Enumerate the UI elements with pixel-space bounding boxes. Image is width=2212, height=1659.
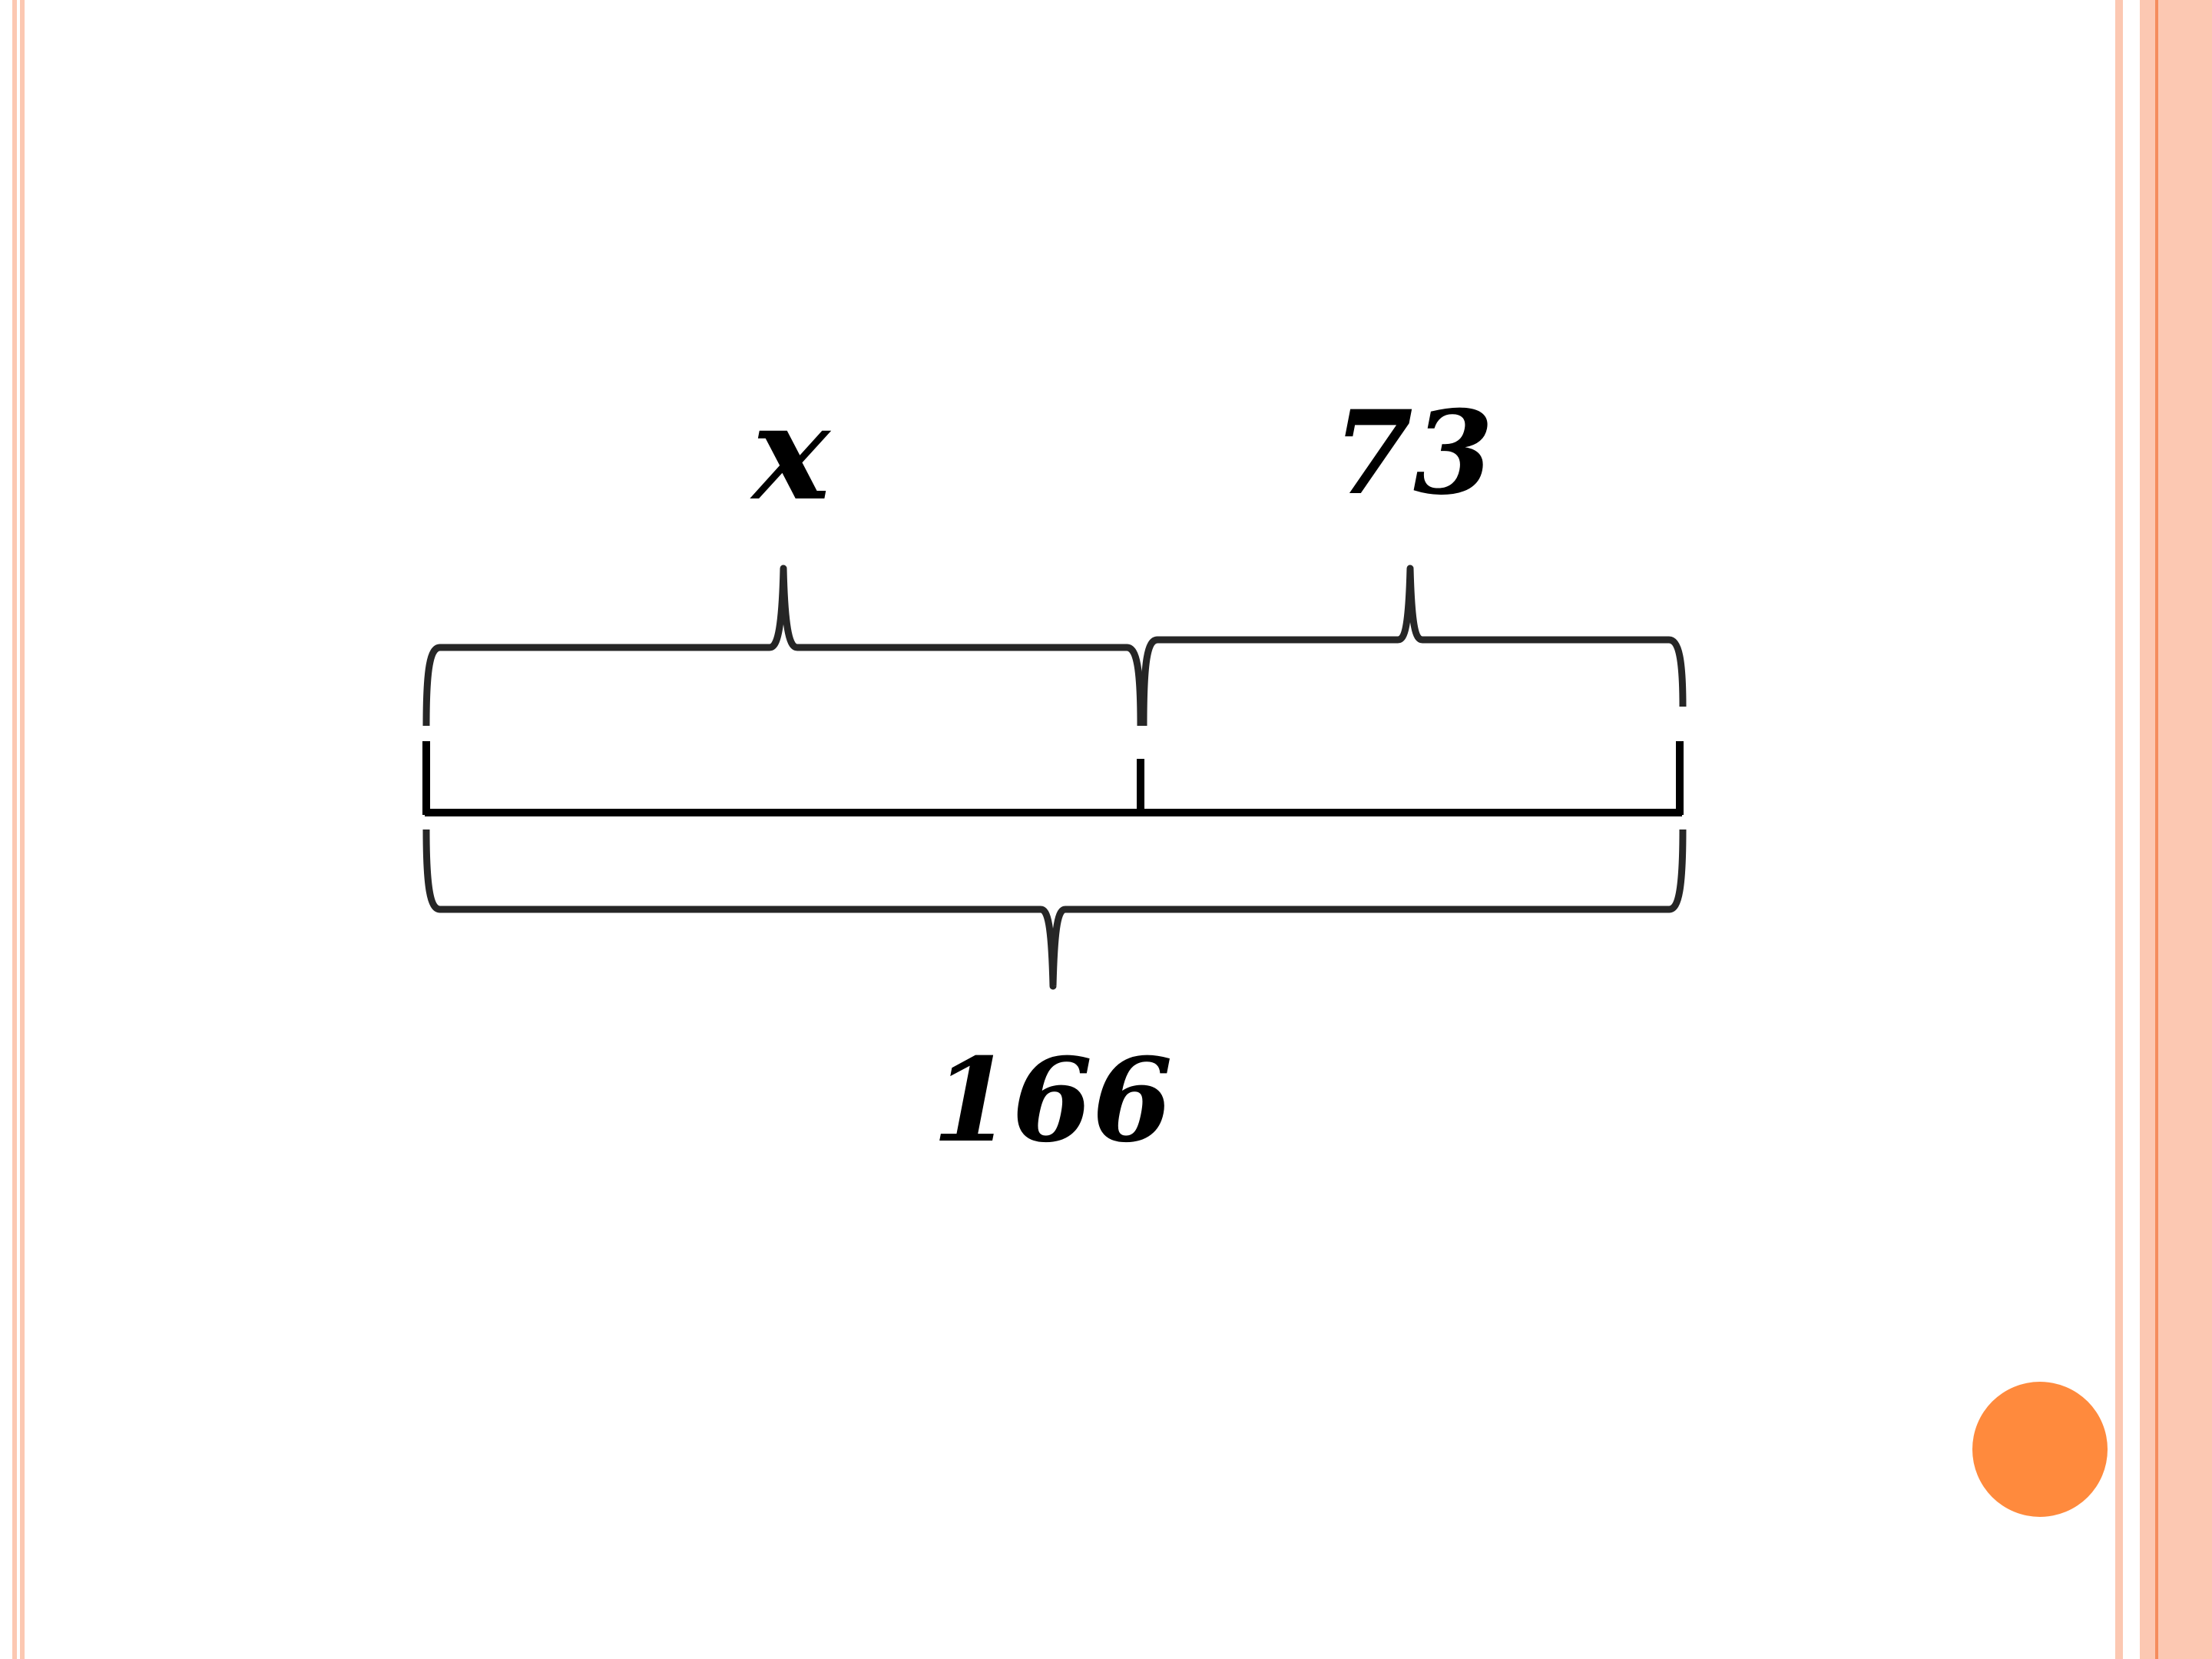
part-right-label: 73 (1333, 386, 1494, 521)
circle-icon[interactable] (1972, 1382, 2108, 1517)
brace-bottom-total (422, 829, 1687, 990)
part-left-label: x (752, 376, 830, 530)
right-border-stripe (2115, 0, 2123, 1659)
brace-top-right (1140, 565, 1687, 727)
right-border-stripe (2140, 0, 2155, 1659)
right-border-stripe (2155, 0, 2158, 1659)
total-label: 166 (932, 1033, 1173, 1168)
right-border-stripe (2158, 0, 2212, 1659)
left-border-stripe (12, 0, 17, 1659)
brace-top-left (422, 565, 1144, 727)
left-border-stripe (20, 0, 25, 1659)
